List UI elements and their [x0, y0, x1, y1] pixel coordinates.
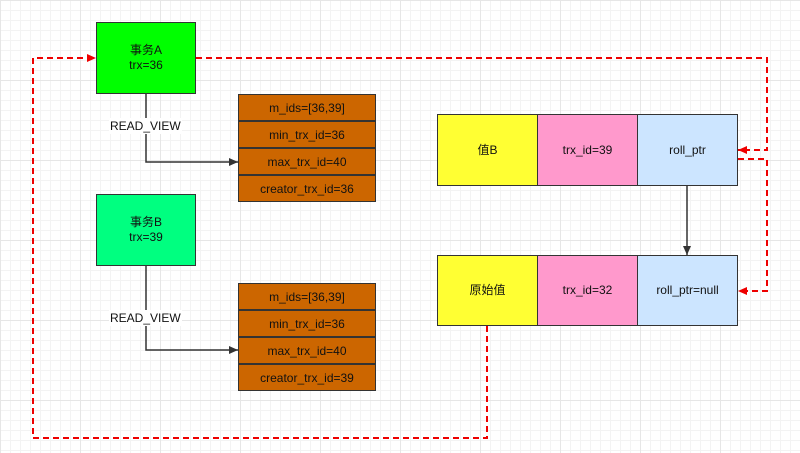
original-roll-ptr-cell: roll_ptr=null [637, 255, 738, 326]
transaction-a-name: 事务A [129, 43, 162, 57]
read-view-label-a: READ_VIEW [109, 118, 182, 134]
read-view-b-max-trx-id: max_trx_id=40 [238, 337, 376, 364]
transaction-b-trx: trx=39 [129, 230, 163, 244]
read-view-a-m-ids: m_ids=[36,39] [238, 94, 376, 121]
transaction-b-box: 事务B trx=39 [96, 194, 196, 266]
transaction-a-box: 事务A trx=36 [96, 22, 196, 94]
original-trx-id-cell: trx_id=32 [537, 255, 638, 326]
read-view-label-b: READ_VIEW [109, 310, 182, 326]
read-view-a-max-trx-id: max_trx_id=40 [238, 148, 376, 175]
rollptr-to-null-dashed-arrow [738, 158, 768, 295]
version-trx-id-cell: trx_id=39 [537, 114, 638, 186]
txa-to-version-dashed-arrow [196, 57, 768, 154]
transaction-b-name: 事务B [129, 215, 162, 229]
read-view-b-min-trx-id: min_trx_id=36 [238, 310, 376, 337]
version-roll-ptr-cell: roll_ptr [637, 114, 738, 186]
read-view-b-m-ids: m_ids=[36,39] [238, 283, 376, 310]
transaction-a-trx: trx=36 [129, 58, 163, 72]
version-value-cell: 值B [437, 114, 538, 186]
txb-to-readview-arrow [145, 266, 238, 354]
original-value-cell: 原始值 [437, 255, 538, 326]
read-view-a-creator-trx-id: creator_trx_id=36 [238, 175, 376, 202]
original-to-txa-dashed-arrow [32, 54, 488, 439]
read-view-b-creator-trx-id: creator_trx_id=39 [238, 364, 376, 391]
read-view-a-min-trx-id: min_trx_id=36 [238, 121, 376, 148]
txa-to-readview-arrow [145, 94, 238, 166]
